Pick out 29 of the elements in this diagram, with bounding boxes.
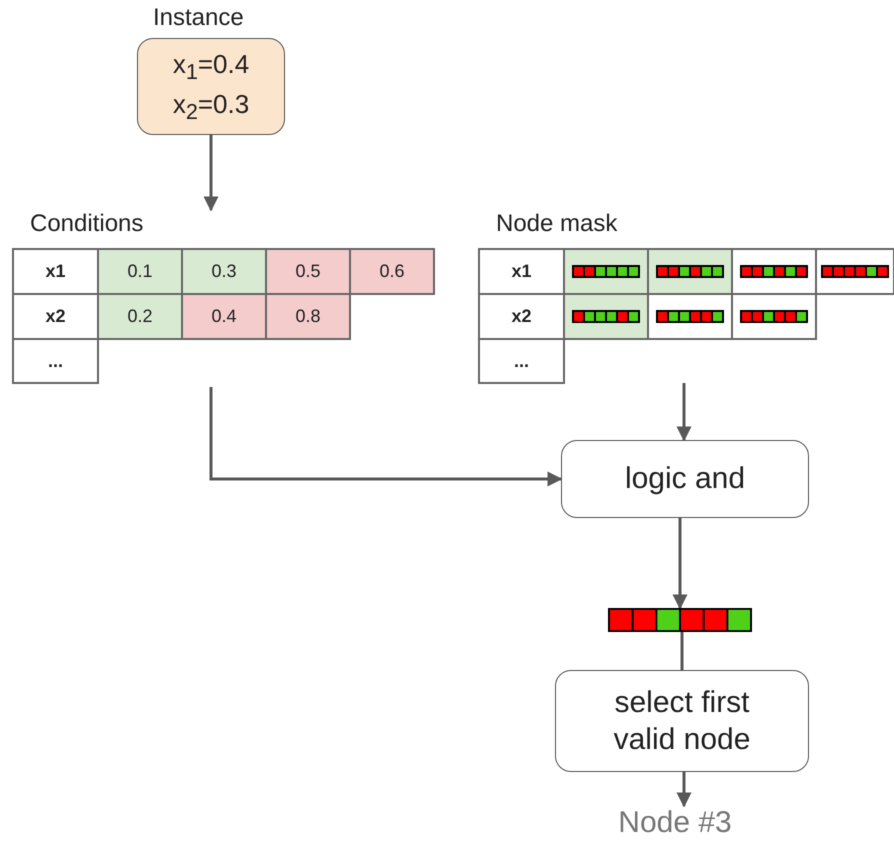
arrow — [210, 387, 562, 486]
mask-cell — [731, 293, 817, 340]
process-box: select first valid node — [555, 670, 809, 772]
mask-cell — [563, 293, 649, 340]
arrow — [676, 383, 692, 442]
mask-cell — [563, 248, 649, 295]
table-cell: 0.5 — [265, 248, 351, 295]
result-text: Node #3 — [590, 806, 760, 844]
row-header: ... — [12, 338, 99, 384]
table-heading: Node mask — [496, 210, 618, 238]
input-box: x$_{1}$=0.4 x$_{2}$=0.3 — [137, 38, 285, 135]
box-heading: Instance — [153, 4, 244, 32]
table-cell: 0.1 — [97, 248, 183, 295]
connector-line — [680, 632, 684, 670]
table-cell: 0.6 — [349, 248, 435, 295]
arrow — [204, 135, 218, 212]
row-header: ... — [478, 338, 565, 384]
row-header: x1 — [478, 248, 565, 295]
mask-cell — [647, 248, 733, 295]
row-header: x1 — [12, 248, 99, 295]
table-cell: 0.4 — [181, 293, 267, 340]
mask-cell — [815, 248, 894, 295]
table-cell: 0.2 — [97, 293, 183, 340]
table-heading: Conditions — [30, 210, 144, 238]
table-cell: 0.8 — [265, 293, 351, 340]
arrow — [672, 518, 688, 610]
process-box: logic and — [561, 440, 809, 518]
table-cell: 0.3 — [181, 248, 267, 295]
arrow — [676, 772, 692, 808]
